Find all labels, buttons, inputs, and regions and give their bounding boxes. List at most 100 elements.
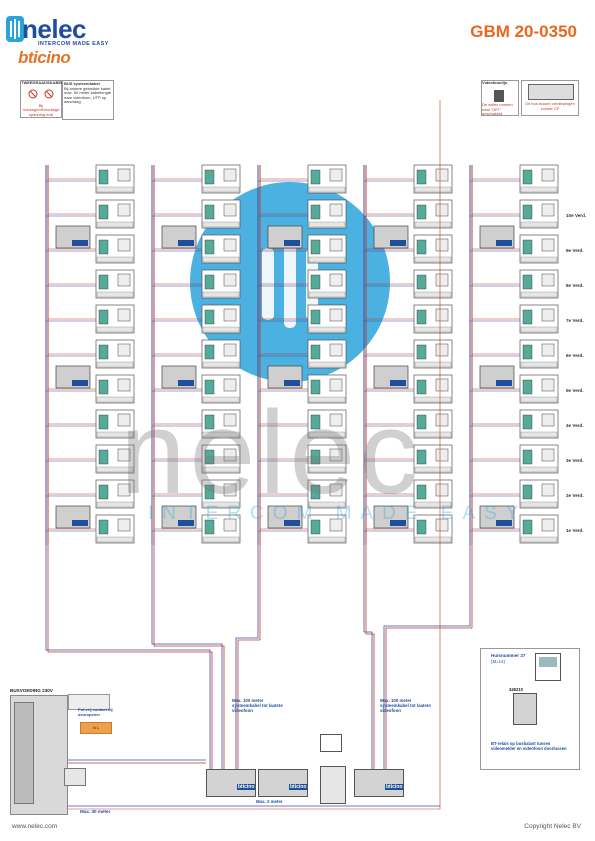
- handset-icon: [223, 273, 237, 287]
- distributor-badge: [72, 520, 88, 526]
- distributor-badge: [72, 380, 88, 386]
- handset-icon: [329, 168, 343, 182]
- handset-icon: [223, 343, 237, 357]
- bus-bar: [202, 466, 240, 473]
- bus-bar: [96, 186, 134, 193]
- handset-icon: [117, 273, 131, 287]
- handset-icon: [435, 343, 449, 357]
- floor-label: 6e Verd.: [566, 353, 584, 358]
- terminal-block: [522, 379, 533, 395]
- distributor-badge: [284, 380, 300, 386]
- handset-icon: [435, 273, 449, 287]
- switch-icon: [494, 90, 504, 102]
- distributor-module-3: bticino: [354, 769, 404, 797]
- bus-bar: [202, 326, 240, 333]
- terminal-block: [310, 239, 321, 255]
- bus-bar: [520, 501, 558, 508]
- voeding-title: BUSVOEDING 230V: [10, 688, 53, 693]
- detail-code: 346210: [509, 687, 523, 692]
- handset-icon: [541, 448, 555, 462]
- terminal-block: [310, 169, 321, 185]
- handset-icon: [329, 273, 343, 287]
- distributor-badge: [178, 380, 194, 386]
- terminal-block: [98, 414, 109, 430]
- terminal-block: [204, 169, 215, 185]
- bus-bar: [202, 291, 240, 298]
- bus-bar: [202, 361, 240, 368]
- detail-subtitle: (M=14): [491, 659, 506, 664]
- trunk-cable: [45, 545, 211, 770]
- bus-bar: [202, 501, 240, 508]
- brand-tagline: INTERCOM MADE EASY: [38, 41, 109, 47]
- trunk-cable: [47, 545, 213, 770]
- distributor-module-2: bticino: [258, 769, 308, 797]
- bus-bar: [308, 256, 346, 263]
- terminal-block: [310, 344, 321, 360]
- terminal-block: [98, 484, 109, 500]
- handset-icon: [541, 168, 555, 182]
- distributor-badge: [178, 240, 194, 246]
- bus-bar: [202, 431, 240, 438]
- terminal-block: [310, 484, 321, 500]
- handset-icon: [223, 483, 237, 497]
- handset-icon: [223, 238, 237, 252]
- terminal-block: [204, 309, 215, 325]
- terminal-block: [416, 449, 427, 465]
- footer-url[interactable]: www.nelec.com: [12, 823, 58, 830]
- terminal-block: [310, 274, 321, 290]
- partner-logo: bticino: [18, 48, 71, 67]
- note-bottom-mid: Max. 2 meter: [256, 799, 283, 804]
- relay-unit: [513, 693, 537, 725]
- distributor-badge: [178, 520, 194, 526]
- door-station-module: [320, 766, 346, 804]
- terminal-block: [310, 309, 321, 325]
- terminal-block: [98, 309, 109, 325]
- note-right-cable: Max. 100 meter systeemkabel tot laatste …: [380, 698, 431, 713]
- camera-module: [320, 734, 342, 752]
- terminal-block: [522, 309, 533, 325]
- bus-bar: [96, 326, 134, 333]
- terminal-block: [98, 169, 109, 185]
- floor-label: 3e Verd.: [566, 458, 584, 463]
- terminal-block: [310, 379, 321, 395]
- terminal-block: [310, 519, 321, 535]
- handset-icon: [223, 378, 237, 392]
- videophone-icon: [535, 653, 561, 681]
- terminal-block: [204, 519, 215, 535]
- legend-box1-title: TWEEDRAADSKABEL: [21, 80, 64, 85]
- terminal-block: [522, 484, 533, 500]
- handset-icon: [435, 518, 449, 532]
- handset-icon: [435, 203, 449, 217]
- terminal-block: [204, 449, 215, 465]
- legend-box-bus-cable: BUS systeemkabel Bij andere gebruikte ka…: [62, 80, 114, 120]
- connector-block: [68, 694, 110, 710]
- bus-bar: [202, 186, 240, 193]
- handset-icon: [117, 483, 131, 497]
- floor-label: 10e Verd.: [566, 213, 587, 218]
- handset-icon: [541, 203, 555, 217]
- bus-bar: [96, 361, 134, 368]
- handset-icon: [117, 343, 131, 357]
- terminal-block: [522, 274, 533, 290]
- module-brand: bticino: [289, 784, 308, 790]
- terminal-block: [98, 204, 109, 220]
- distributor-badge: [284, 240, 300, 246]
- bus-bar: [96, 221, 134, 228]
- bus-bar: [96, 396, 134, 403]
- bus-bar: [308, 291, 346, 298]
- legend-right-box1-text: De adres moeten naar 'OFF' geschakeld: [482, 102, 513, 117]
- bus-bar: [520, 361, 558, 368]
- terminal-block: [416, 519, 427, 535]
- transformer-module: [64, 768, 86, 786]
- detail-box: Huisnummer 27 (M=14) 346210 BT-relais op…: [480, 648, 580, 770]
- handset-icon: [117, 413, 131, 427]
- bus-bar: [520, 431, 558, 438]
- legend-box-video-line: Videofoonlijn De adres moeten naar 'OFF'…: [481, 80, 519, 116]
- floor-label: 5e Verd.: [566, 388, 584, 393]
- distributor-badge: [390, 380, 406, 386]
- bus-bar: [414, 326, 452, 333]
- handset-icon: [117, 203, 131, 217]
- handset-icon: [541, 518, 555, 532]
- watermark-tagline: INTERCOM MADE EASY: [148, 503, 528, 524]
- handset-icon: [541, 273, 555, 287]
